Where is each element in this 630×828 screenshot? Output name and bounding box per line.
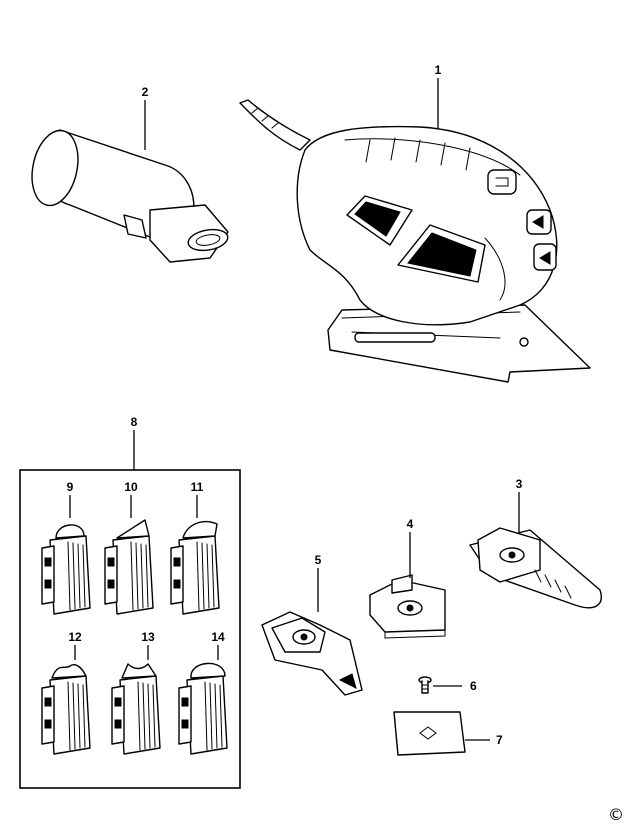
label-part-7: 7	[496, 733, 503, 747]
label-part-1: 1	[435, 63, 442, 77]
label-part-8: 8	[131, 415, 138, 429]
profile-teardrop	[170, 520, 220, 615]
part-3-finger-attachment	[469, 527, 602, 609]
label-part-11: 11	[191, 480, 204, 494]
label-part-14: 14	[211, 630, 225, 644]
profile-round	[41, 524, 91, 615]
label-part-10: 10	[124, 480, 138, 494]
callout-labels: 1 2 3 4 5 6 7 8 9 10 11 12 13 14	[67, 63, 523, 747]
label-part-13: 13	[141, 630, 155, 644]
label-part-6: 6	[470, 679, 477, 693]
label-part-12: 12	[68, 630, 82, 644]
profile-triangular	[104, 519, 154, 615]
part-2-dust-canister	[31, 129, 229, 263]
part-7-sanding-pad	[393, 711, 466, 756]
label-part-5: 5	[315, 553, 322, 567]
label-part-4: 4	[407, 517, 414, 531]
part-1-sander-body	[239, 99, 591, 383]
profile-double-concave	[111, 663, 161, 755]
profile-large-round	[178, 662, 228, 755]
part-5-curved-attachment	[261, 611, 363, 696]
label-part-2: 2	[142, 85, 149, 99]
part-4-detail-plate	[369, 574, 446, 639]
part-6-screw	[418, 676, 432, 694]
profile-concave	[41, 664, 91, 755]
leader-lines	[69, 78, 520, 741]
label-part-3: 3	[516, 477, 523, 491]
part-8-profile-set	[19, 469, 241, 789]
copyright-mark: ©	[608, 805, 624, 824]
label-part-9: 9	[67, 480, 74, 494]
